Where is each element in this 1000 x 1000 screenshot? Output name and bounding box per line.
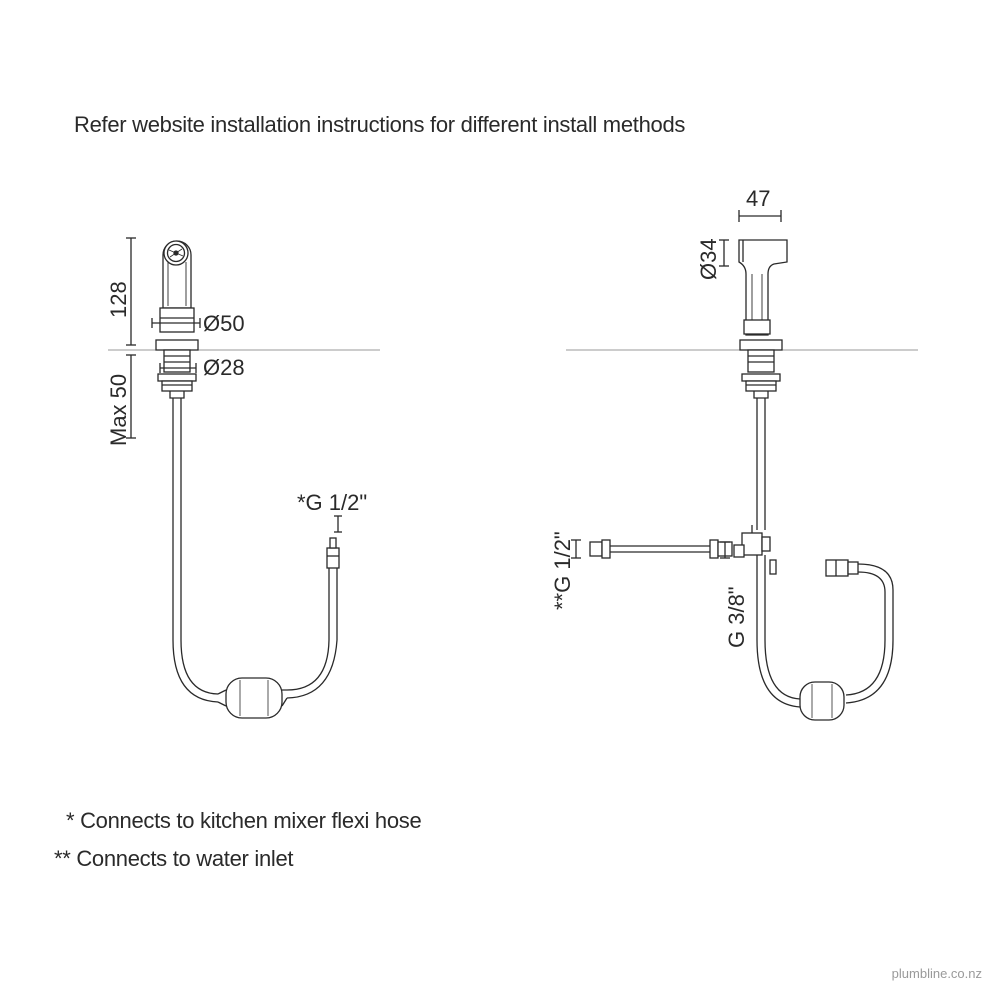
installation-note: Refer website installation instructions … xyxy=(74,112,686,137)
footnote-water-inlet: ** Connects to water inlet xyxy=(54,846,294,871)
dimension-max50-line xyxy=(126,354,136,439)
label-width-47: 47 xyxy=(746,186,770,211)
valve-dimension-mark xyxy=(720,541,730,559)
label-height-128: 128 xyxy=(106,281,131,318)
dimension-47-line xyxy=(738,210,782,222)
dimension-d34-line xyxy=(719,239,729,267)
footnote-flexi-hose: * Connects to kitchen mixer flexi hose xyxy=(66,808,422,833)
right-hose-end-fitting xyxy=(825,559,849,577)
label-diameter-34: Ø34 xyxy=(696,238,721,280)
left-hose-weight xyxy=(225,677,283,719)
left-spray-head xyxy=(159,240,195,333)
watermark-logo: plumbline.co.nz xyxy=(891,966,982,981)
right-view xyxy=(566,210,918,721)
right-spray-head xyxy=(738,239,788,336)
label-max-50: Max 50 xyxy=(106,374,131,446)
right-inlet-pipe xyxy=(589,539,733,559)
left-connector-dimension xyxy=(334,515,342,533)
left-hose xyxy=(172,398,340,719)
label-valve-g38: G 3/8" xyxy=(724,586,749,648)
right-valve-block xyxy=(733,525,777,575)
dimension-128-line xyxy=(126,237,136,346)
dimension-d50-line xyxy=(151,318,201,328)
left-view xyxy=(108,237,380,719)
label-diameter-50: Ø50 xyxy=(203,311,245,336)
dimension-d28-line xyxy=(159,363,197,373)
right-base-assembly xyxy=(739,339,783,399)
inlet-dimension-mark xyxy=(571,539,581,559)
label-connector-g12: *G 1/2" xyxy=(297,490,367,515)
right-hose-weight xyxy=(799,681,845,721)
label-diameter-28: Ø28 xyxy=(203,355,245,380)
label-inlet-g12: **G 1/2" xyxy=(550,531,575,610)
left-base-assembly xyxy=(155,339,199,399)
